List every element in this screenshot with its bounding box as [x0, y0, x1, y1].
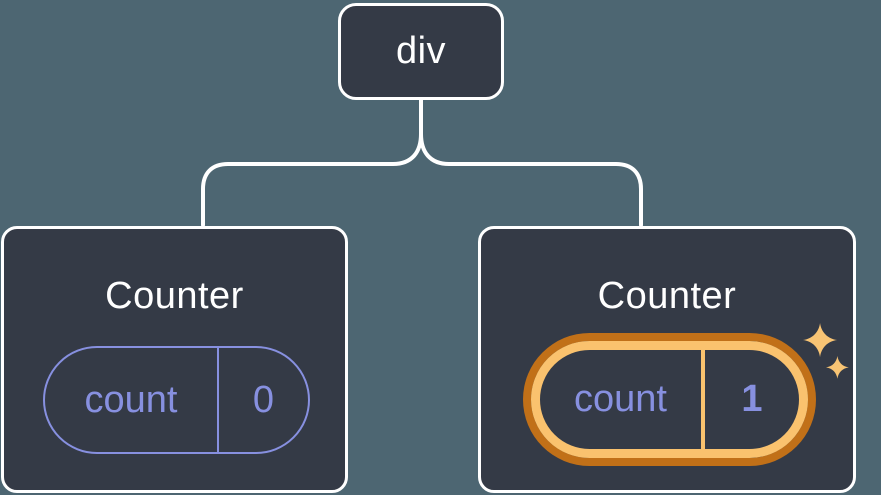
- counter-card-left: Counter count 0: [1, 226, 348, 493]
- state-value-cell: 1: [705, 350, 799, 449]
- state-name-cell: count: [540, 350, 705, 449]
- state-name-cell: count: [45, 348, 219, 452]
- sparkle-small-icon: [826, 356, 849, 379]
- state-name-label: count: [84, 378, 178, 421]
- root-node-div: div: [338, 3, 504, 100]
- state-value-label: 0: [252, 378, 275, 421]
- connector-branch-left: [201, 132, 423, 227]
- state-pill-right-highlighted: count 1: [531, 341, 808, 458]
- state-value-label: 1: [741, 378, 763, 420]
- connector-branch-right: [419, 132, 643, 227]
- root-node-label: div: [395, 30, 447, 72]
- sparkles-icon: [803, 323, 849, 379]
- counter-card-left-title: Counter: [105, 275, 244, 317]
- counter-card-right: Counter count 1: [478, 226, 856, 493]
- state-value-cell: 0: [219, 348, 308, 452]
- state-pill-left: count 0: [43, 346, 310, 454]
- counter-card-right-title: Counter: [597, 275, 737, 317]
- state-name-label: count: [574, 378, 667, 420]
- sparkle-large-icon: [803, 323, 838, 358]
